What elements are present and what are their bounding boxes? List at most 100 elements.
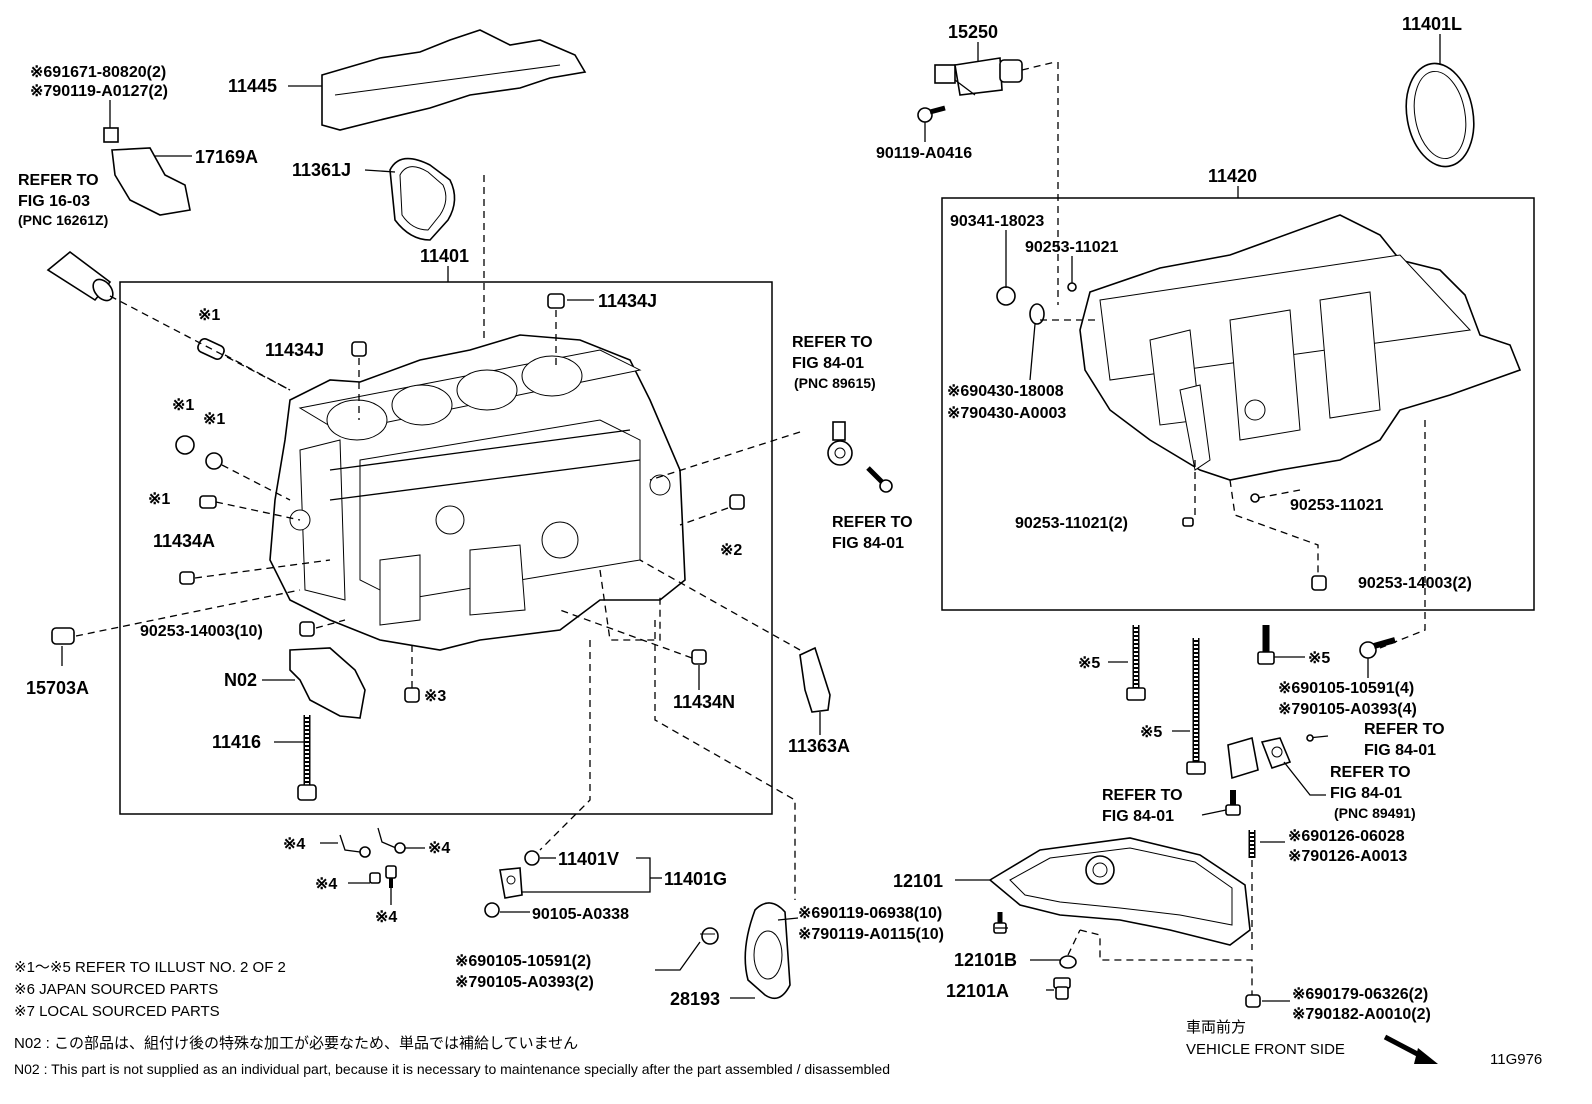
bolt-90105-a0338	[484, 902, 500, 918]
label-790182: ※790182-A0010(2)	[1292, 1006, 1431, 1023]
label-refer-8401d: REFER TO	[1330, 764, 1411, 781]
o-ring-11401v	[524, 850, 540, 866]
bolt-690105-2	[700, 927, 719, 945]
label-x1-c: ※1	[203, 411, 225, 428]
pin-11434n	[691, 649, 707, 665]
oil-jet-x4-a	[339, 834, 371, 858]
label-fig-8401a: FIG 84-01	[792, 355, 864, 372]
nut-690179	[1245, 994, 1261, 1008]
label-691671: ※691671-80820(2)	[30, 64, 166, 81]
bolt-x4-d	[385, 865, 397, 888]
bolt-11416	[297, 715, 317, 801]
label-x3: ※3	[424, 688, 446, 705]
gasket-x1-c	[205, 452, 223, 470]
label-90105-a0338: 90105-A0338	[532, 906, 629, 923]
label-90119-a0416: 90119-A0416	[876, 145, 972, 162]
label-90253-11021-b: 90253-11021	[1290, 497, 1384, 514]
label-11420: 11420	[1208, 166, 1257, 186]
plug-15703a	[51, 627, 75, 645]
label-90253-11021-2: 90253-11021(2)	[1015, 515, 1128, 532]
label-11416: 11416	[212, 732, 261, 752]
label-11445: 11445	[228, 76, 277, 96]
label-11361j: 11361J	[292, 160, 351, 180]
cylinder-block-frame	[119, 281, 773, 815]
bolt-690105-4	[1359, 637, 1396, 659]
label-12101a: 12101A	[946, 981, 1009, 1001]
label-pnc-89491: (PNC 89491)	[1334, 805, 1416, 821]
label-11363a: 11363A	[788, 736, 850, 756]
label-refer-8401a: REFER TO	[792, 334, 873, 351]
note-local-sourced: ※7 LOCAL SOURCED PARTS	[14, 1003, 220, 1020]
pin-11434j-left	[351, 341, 367, 357]
plug-x1-b	[175, 435, 195, 455]
label-690179: ※690179-06326(2)	[1292, 986, 1428, 1003]
label-x1-b: ※1	[172, 397, 194, 414]
oil-pan-12101	[988, 837, 1251, 946]
label-11401g: 11401G	[664, 869, 727, 889]
label-fig-8401e: FIG 84-01	[1102, 808, 1174, 825]
label-x5-b: ※5	[1140, 724, 1162, 741]
note-refer-illust: ※1～※5 REFER TO ILLUST NO. 2 OF 2	[14, 959, 286, 976]
pin-90253-14003	[299, 621, 315, 637]
label-pnc-89615: (PNC 89615)	[794, 375, 876, 391]
label-x4-d: ※4	[375, 909, 397, 926]
gasket-12101b	[1059, 955, 1077, 969]
label-90253-14003-2: 90253-14003(2)	[1358, 575, 1472, 592]
label-15250: 15250	[948, 22, 998, 42]
label-790126: ※790126-A0013	[1288, 848, 1407, 865]
label-790430: ※790430-A0003	[947, 405, 1066, 422]
label-refer-8401b: REFER TO	[832, 514, 913, 531]
pin-x1-d	[199, 495, 217, 509]
crankcase-11420	[1079, 214, 1522, 481]
label-pnc-16261z: (PNC 16261Z)	[18, 212, 108, 228]
label-790105-4: ※790105-A0393(4)	[1278, 701, 1417, 718]
oil-pump-cover-11401g	[499, 867, 523, 899]
label-90341: 90341-18023	[950, 213, 1044, 230]
cylinder-block-drawing	[269, 334, 686, 651]
label-11434j-left: 11434J	[265, 340, 324, 360]
label-refer-8401e: REFER TO	[1102, 787, 1183, 804]
plug-90341-18023	[996, 286, 1016, 306]
knock-sensor-89615	[827, 421, 893, 493]
label-refer-8401c: REFER TO	[1364, 721, 1445, 738]
label-x2: ※2	[720, 542, 742, 559]
bearing-cap-n02	[289, 647, 366, 719]
label-11434j-top: 11434J	[598, 291, 657, 311]
label-28193: 28193	[670, 989, 720, 1009]
oil-control-valve-15250	[934, 57, 1023, 96]
label-refer-1603: REFER TO	[18, 172, 99, 189]
note-front-japanese: 車両前方	[1186, 1019, 1246, 1036]
pin-90253-14003-2	[1311, 575, 1327, 591]
label-x4-b: ※4	[428, 840, 450, 857]
label-x1-a: ※1	[198, 307, 220, 324]
label-790119-10: ※790119-A0115(10)	[798, 926, 944, 943]
pin-90253-11021-2	[1182, 517, 1194, 527]
bracket-17169a	[111, 147, 191, 216]
label-690105-2: ※690105-10591(2)	[455, 953, 591, 970]
label-11434a: 11434A	[153, 531, 215, 551]
label-12101: 12101	[893, 871, 943, 891]
bolt-refer-8401e	[1225, 790, 1241, 816]
note-front-english: VEHICLE FRONT SIDE	[1186, 1041, 1345, 1058]
label-90253-11021: 90253-11021	[1025, 239, 1119, 256]
label-790119a: ※790119-A0127(2)	[30, 83, 168, 100]
bolt-90119-a0416	[917, 105, 946, 123]
oil-seal-11401l	[1405, 62, 1475, 168]
label-690119-10: ※690119-06938(10)	[798, 905, 942, 922]
gasket-28193	[744, 902, 791, 1000]
mounting-plate-11445	[321, 29, 587, 131]
note-n02-english: N02 : This part is not supplied as an in…	[14, 1061, 890, 1077]
label-17169a: 17169A	[195, 147, 258, 167]
label-x1-d: ※1	[148, 491, 170, 508]
label-fig-8401d: FIG 84-01	[1330, 785, 1402, 802]
label-790105-2: ※790105-A0393(2)	[455, 974, 594, 991]
label-fig-8401b: FIG 84-01	[832, 535, 904, 552]
label-690126: ※690126-06028	[1288, 828, 1405, 845]
label-n02: N02	[224, 670, 257, 690]
bolt-690119-10	[993, 912, 1007, 934]
label-11401: 11401	[420, 246, 469, 266]
bolt-17169a	[103, 127, 119, 143]
label-690430: ※690430-18008	[947, 383, 1064, 400]
label-11401v: 11401V	[558, 849, 619, 869]
